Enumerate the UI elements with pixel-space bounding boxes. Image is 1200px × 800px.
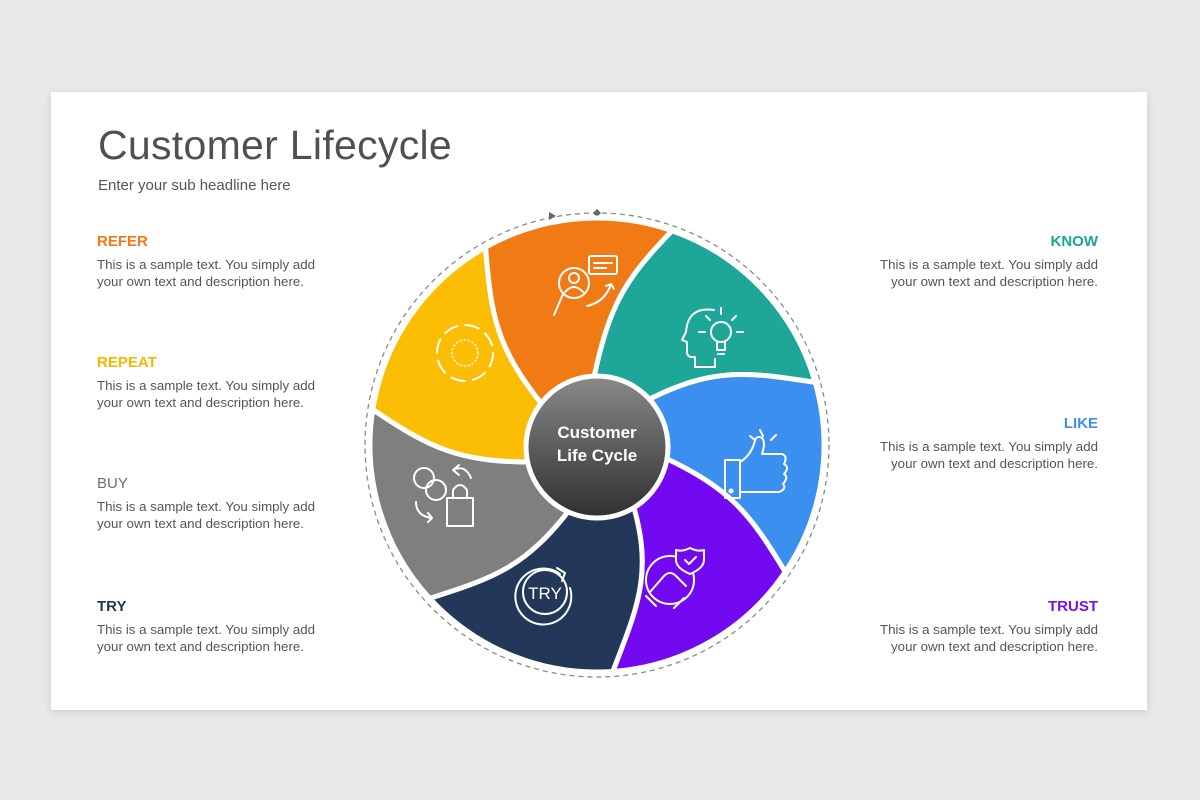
center-label-line2: Life Cycle [557,446,637,465]
stage-heading: BUY [97,475,128,492]
stage-refer: REFER This is a sample text. You simply … [97,233,337,290]
arrow-marker-icon [549,212,556,220]
try-icon-text: TRY [528,584,562,603]
handshake-shield-icon [645,547,705,609]
head-lightbulb-icon [681,307,744,368]
stage-heading: REFER [97,233,148,250]
page-title: Customer Lifecycle [98,122,453,168]
center-hub [523,373,671,521]
stage-try: TRY This is a sample text. You simply ad… [97,598,337,655]
stage-know: KNOW This is a sample text. You simply a… [858,233,1098,290]
sub-headline: Enter your sub headline here [98,177,291,194]
stage-heading: TRUST [1048,598,1098,615]
center-label-line1: Customer [557,423,637,442]
stage-heading: LIKE [1063,415,1098,432]
try-cycle-icon [514,567,573,626]
stage-repeat: REPEAT This is a sample text. You simply… [97,354,337,411]
stage-buy: BUY This is a sample text. You simply ad… [97,475,337,532]
stage-trust: TRUST This is a sample text. You simply … [858,598,1098,655]
stage-heading: KNOW [1050,233,1099,250]
customer-search-icon [553,255,618,316]
cycle-arrows-icon [436,324,494,382]
stage-heading: TRY [97,598,127,615]
stage-like: LIKE This is a sample text. You simply a… [858,415,1098,472]
money-shopping-bag-icon [413,464,474,527]
thumbs-up-icon [724,429,788,499]
stage-heading: REPEAT [97,354,157,371]
diamond-marker-icon [593,209,601,217]
